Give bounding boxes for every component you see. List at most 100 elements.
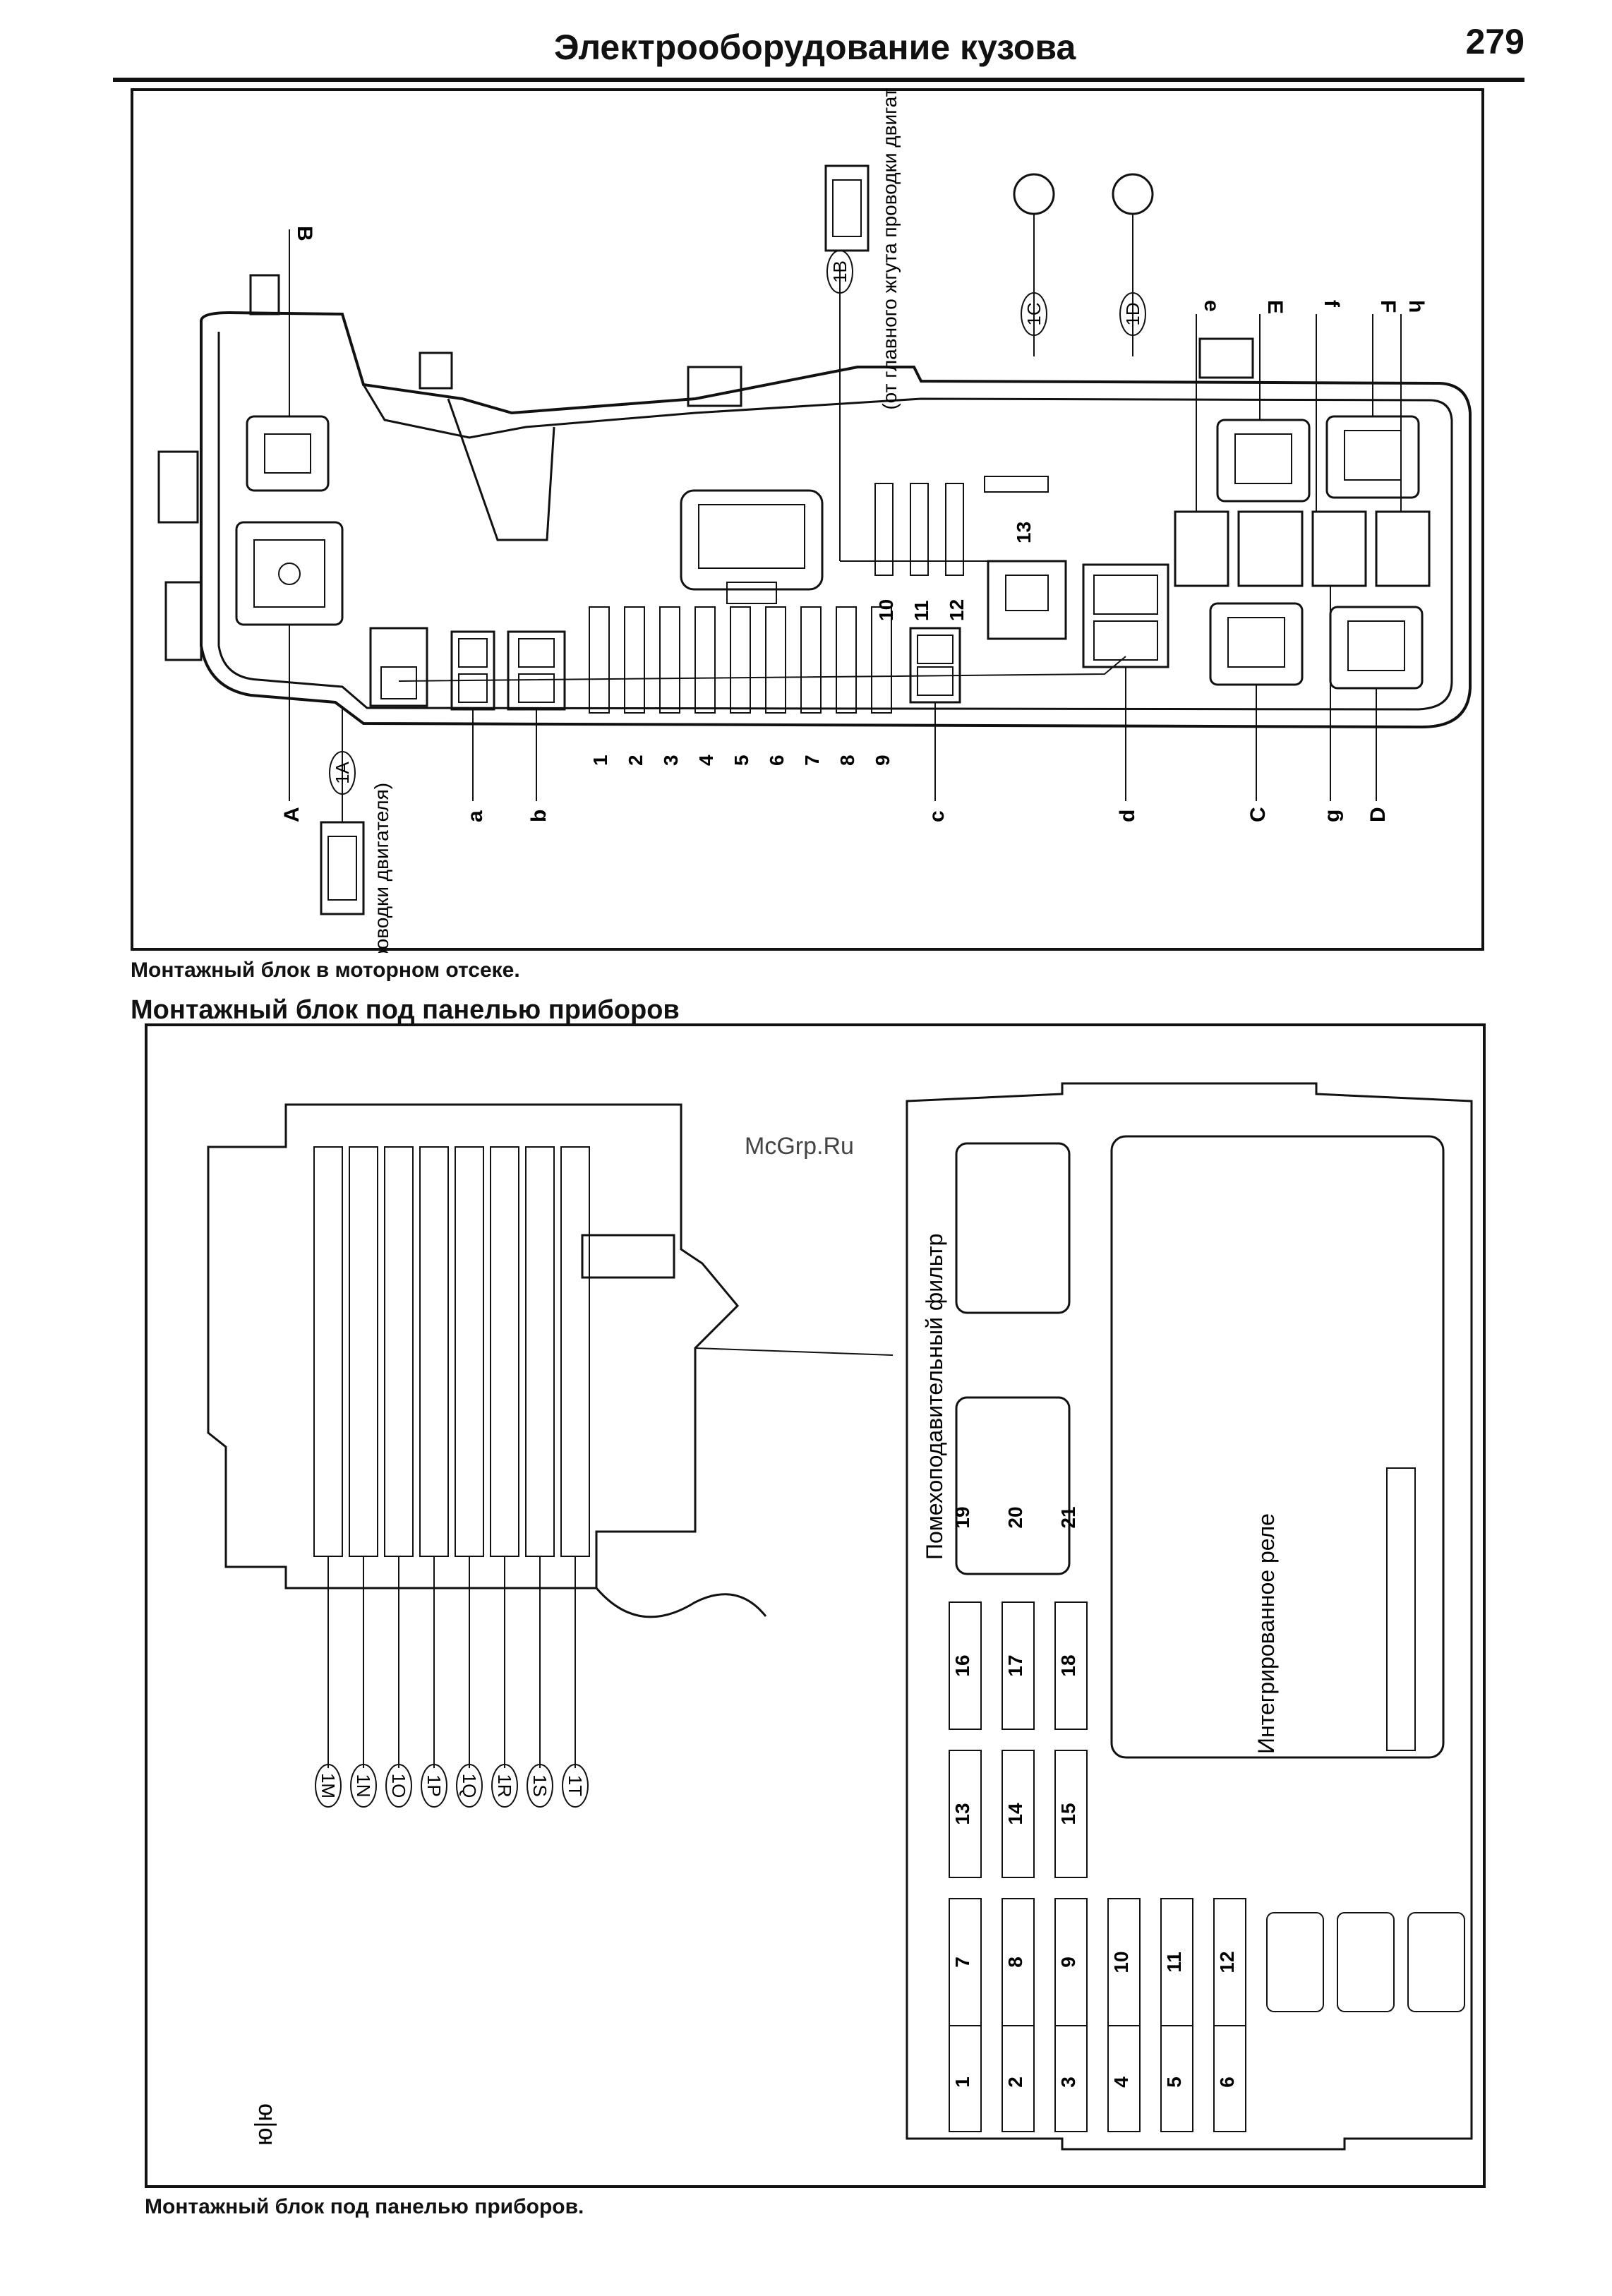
- relay-e-big: [1216, 419, 1311, 503]
- fuse-row-1-9: [589, 606, 892, 714]
- watermark: McGrp.Ru: [745, 1133, 854, 1160]
- relay-area: [1110, 1135, 1445, 1759]
- wire-main: [398, 656, 1126, 682]
- relay-small-c: [909, 627, 961, 704]
- svg-text:3: 3: [1057, 2076, 1079, 2088]
- page-number: 279: [1465, 22, 1524, 61]
- plug-1a: [320, 706, 365, 915]
- panel-block-diagram: 1M 1N 1O 1P 1Q 1R 1S 1T Помехоподавитель…: [145, 1023, 1486, 2188]
- svg-text:14: 14: [1004, 1803, 1026, 1825]
- svg-text:13: 13: [1013, 522, 1035, 543]
- relay-f-big: [1325, 415, 1420, 499]
- svg-text:16: 16: [951, 1654, 973, 1676]
- callout-g: g: [1321, 810, 1344, 822]
- svg-text:7: 7: [801, 755, 823, 766]
- svg-text:1O: 1O: [388, 1774, 409, 1798]
- callout-C: C: [1246, 807, 1270, 822]
- fuse-number-labels: 1 2 3 4 5 6 7 8 9 10 11 12 13: [589, 522, 1035, 766]
- engine-tab-top: [249, 274, 280, 315]
- relay-1a-socket: [369, 627, 428, 707]
- relay-a: [235, 521, 344, 626]
- svg-text:19: 19: [951, 1506, 973, 1528]
- callout-h: h: [1405, 300, 1428, 313]
- svg-text:1C: 1C: [1023, 302, 1045, 325]
- svg-text:5: 5: [1163, 2076, 1185, 2088]
- fuse-grid-labels: 1 2 3 4 5 6 7 8 9 10 11 12 13 14 15 16 1…: [951, 1506, 1238, 2087]
- margin-mark: ю|ю: [251, 2103, 277, 2146]
- svg-text:11: 11: [910, 600, 932, 621]
- callout-e: e: [1200, 300, 1223, 312]
- svg-text:4: 4: [1110, 2076, 1132, 2088]
- svg-text:1Q: 1Q: [459, 1774, 480, 1798]
- page-title: Электрооборудование кузова: [554, 28, 1076, 67]
- connector-columns: [313, 1146, 590, 1557]
- label-1a: 1A: [329, 751, 356, 795]
- relay-small-a: [450, 630, 495, 711]
- callout-f: f: [1320, 300, 1343, 308]
- relay-d-big: [1329, 606, 1424, 690]
- panel-frame: [145, 1023, 1486, 2188]
- label-1d: 1D: [1119, 292, 1146, 336]
- callout-b: b: [527, 810, 551, 822]
- relay-b: [246, 415, 330, 492]
- svg-text:17: 17: [1004, 1654, 1026, 1676]
- link-leader: [694, 1347, 894, 1356]
- left-block-tab: [581, 1234, 675, 1279]
- connector-labels: 1M 1N 1O 1P 1Q 1R 1S 1T: [315, 1764, 589, 1808]
- header-rule: [113, 78, 1524, 82]
- svg-text:9: 9: [872, 755, 894, 766]
- svg-text:12: 12: [1216, 1951, 1238, 1973]
- svg-text:1: 1: [589, 755, 611, 766]
- svg-text:1A: 1A: [332, 761, 353, 783]
- svg-text:15: 15: [1057, 1803, 1079, 1825]
- left-block-curve: [595, 1587, 767, 1618]
- relay-c-big: [1209, 602, 1304, 686]
- callout-a: a: [464, 810, 487, 822]
- engine-tab-top-3: [687, 366, 742, 407]
- engine-housing-wedge: [447, 398, 555, 541]
- connector-leaders: [327, 1556, 576, 1768]
- filter-upper: [955, 1142, 1071, 1314]
- svg-text:6: 6: [766, 755, 788, 766]
- engine-frame: [131, 88, 1484, 951]
- panel-block-caption: Монтажный блок под панелью приборов.: [145, 2195, 584, 2218]
- svg-text:1T: 1T: [565, 1775, 586, 1796]
- svg-text:12: 12: [946, 599, 968, 621]
- engine-tab-left-2: [164, 581, 203, 661]
- svg-text:8: 8: [1004, 1957, 1026, 1968]
- svg-text:13: 13: [951, 1803, 973, 1825]
- left-block-outline: [207, 1103, 740, 1589]
- relay-e-f-g-h: [1174, 510, 1431, 587]
- fuse-box-outline: [906, 1082, 1473, 2151]
- svg-text:1N: 1N: [353, 1774, 374, 1797]
- callout-leaders: [289, 229, 1402, 801]
- label-1b: 1B: [826, 250, 853, 294]
- callout-B: B: [293, 226, 316, 241]
- callout-c: c: [925, 810, 949, 822]
- callout-E: E: [1263, 300, 1287, 314]
- callout-D: D: [1366, 807, 1390, 822]
- engine-housing-inner: [217, 332, 1453, 711]
- panel-block-heading: Монтажный блок под панелью приборов: [131, 995, 680, 1025]
- ring-terminal-1c: [1013, 173, 1055, 356]
- engine-block-diagram: 1A (от проводки двигателя) 1B (от главно…: [131, 88, 1484, 953]
- engine-housing-outline: [200, 311, 1472, 729]
- svg-text:20: 20: [1004, 1506, 1026, 1528]
- svg-text:10: 10: [1110, 1951, 1132, 1973]
- svg-text:5: 5: [730, 755, 752, 766]
- svg-text:18: 18: [1057, 1654, 1079, 1676]
- svg-text:1P: 1P: [423, 1774, 445, 1797]
- svg-text:7: 7: [951, 1957, 973, 1968]
- plug-1b: [824, 164, 870, 252]
- svg-text:1R: 1R: [494, 1774, 515, 1797]
- svg-text:1M: 1M: [318, 1773, 339, 1798]
- relay-small-b: [507, 630, 566, 711]
- filter-lower: [955, 1396, 1071, 1575]
- source-1a-text: (от проводки двигателя): [371, 783, 392, 953]
- svg-text:1D: 1D: [1122, 302, 1143, 325]
- svg-text:8: 8: [836, 755, 858, 766]
- source-1b-text: (от главного жгута проводки двигателя): [879, 88, 901, 410]
- callout-d: d: [1116, 810, 1139, 822]
- engine-tab-top-2: [419, 351, 453, 390]
- engine-block-caption: Монтажный блок в моторном отсеке.: [131, 958, 520, 982]
